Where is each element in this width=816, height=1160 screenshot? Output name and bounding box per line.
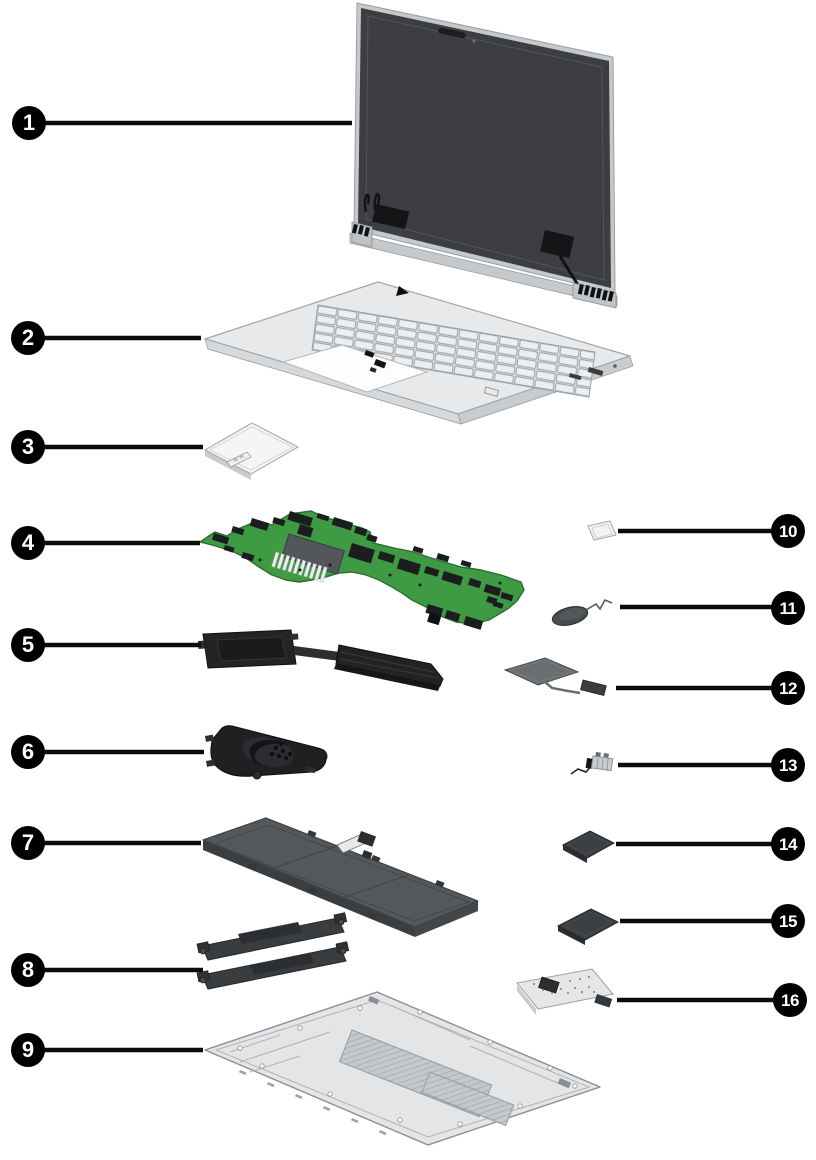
callout-2: 2 [11, 321, 45, 355]
callout-2-number: 2 [21, 325, 35, 350]
callout-7-number: 7 [21, 830, 35, 855]
callout-4: 4 [11, 526, 45, 560]
callout-14-number: 14 [779, 834, 797, 854]
leader-lines [44, 120, 774, 1053]
callout-16: 16 [773, 983, 807, 1017]
heat-sink [198, 629, 444, 691]
callout-1: 1 [12, 106, 46, 140]
callout-4-number: 4 [21, 530, 35, 555]
bottom-cover [204, 991, 601, 1146]
system-board [199, 510, 525, 630]
callout-6-number: 6 [21, 739, 35, 764]
callout-9-number: 9 [21, 1037, 35, 1062]
callout-1-number: 1 [22, 110, 36, 135]
callout-10-number: 10 [779, 521, 797, 541]
callout-9: 9 [11, 1033, 45, 1067]
fan [205, 725, 328, 780]
callout-10: 10 [771, 514, 805, 548]
callout-6: 6 [11, 735, 45, 769]
callout-11-number: 11 [779, 598, 797, 618]
callout-14: 14 [771, 827, 805, 861]
touchpad [204, 422, 299, 480]
battery [202, 817, 479, 937]
speakers [196, 912, 350, 990]
io-board [516, 968, 614, 1015]
callout-5: 5 [11, 628, 45, 662]
callout-8: 8 [11, 953, 45, 987]
callout-15: 15 [771, 904, 805, 938]
callout-11: 11 [771, 591, 805, 625]
callout-16-number: 16 [781, 990, 799, 1010]
large-card [556, 908, 620, 945]
callout-13: 13 [771, 748, 805, 782]
display-assembly [349, 2, 618, 309]
callout-3-number: 3 [21, 434, 35, 459]
callout-8-number: 8 [21, 957, 35, 982]
callout-5-number: 5 [21, 632, 35, 657]
callout-13-number: 13 [779, 755, 797, 775]
callout-3: 3 [11, 430, 45, 464]
power-connector-cable [570, 752, 614, 775]
callout-12-number: 12 [779, 678, 797, 698]
rtc-battery [551, 598, 613, 626]
small-card-module [587, 520, 617, 541]
callout-15-number: 15 [779, 911, 797, 931]
sensor-module-with-cable [503, 657, 607, 696]
callout-12: 12 [771, 671, 805, 705]
keyboard-top-cover [204, 281, 634, 425]
small-card [561, 830, 616, 863]
callout-7: 7 [11, 826, 45, 860]
